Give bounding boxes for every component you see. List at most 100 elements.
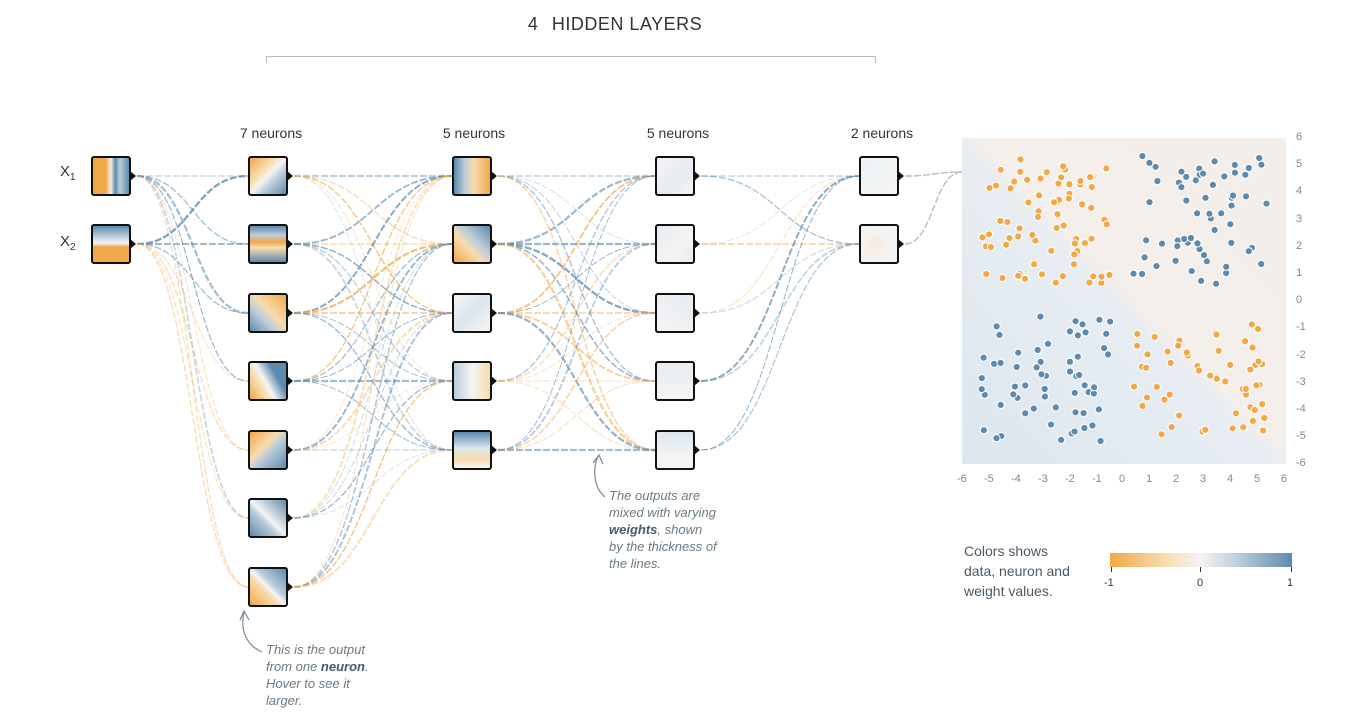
data-point: [1206, 371, 1215, 380]
data-point: [1230, 160, 1239, 169]
data-point: [1030, 260, 1039, 269]
layer-2-header: 5 neurons: [442, 125, 506, 141]
weight-link: [293, 175, 453, 451]
output-scatter-plot: [962, 138, 1286, 464]
data-point: [1104, 350, 1113, 359]
neuron-l1-5[interactable]: [248, 430, 293, 470]
data-point: [1228, 191, 1238, 200]
data-point: [1231, 409, 1240, 418]
data-point: [1244, 247, 1253, 256]
weight-link: [136, 174, 249, 246]
weight-link: [497, 312, 656, 451]
data-point: [1105, 270, 1114, 280]
neuron-l3-5[interactable]: [655, 430, 700, 470]
data-point: [1244, 163, 1253, 173]
x-tick-label: 3: [1200, 473, 1207, 485]
neuron-l2-1[interactable]: [452, 156, 497, 196]
neuron-l1-3[interactable]: [248, 293, 293, 333]
neuron-l2-3[interactable]: [452, 293, 497, 333]
data-point: [1028, 230, 1037, 240]
data-point: [1080, 423, 1089, 433]
data-point: [1241, 192, 1251, 201]
input-label-x1: X1: [60, 163, 76, 183]
weight-link: [293, 380, 453, 451]
data-point: [1080, 239, 1090, 248]
weight-link: [136, 175, 249, 588]
data-point: [1002, 240, 1011, 249]
neuron-l3-3[interactable]: [655, 293, 700, 333]
data-point: [1201, 425, 1210, 434]
data-point: [1033, 212, 1043, 222]
x-tick-label: -4: [1011, 473, 1021, 485]
data-point: [1078, 200, 1087, 209]
data-point: [1182, 172, 1191, 181]
data-point: [978, 233, 987, 242]
weight-link: [293, 175, 453, 314]
neuron-l3-2[interactable]: [655, 224, 700, 264]
data-point: [1227, 201, 1236, 210]
weight-link: [293, 449, 453, 519]
neuron-l2-4[interactable]: [452, 361, 497, 401]
data-point: [1191, 176, 1200, 185]
x-tick-label: -3: [1038, 473, 1048, 485]
neuron-l4-2[interactable]: [859, 224, 904, 264]
x-tick-label: 1: [1146, 473, 1153, 485]
neuron-l2-2[interactable]: [452, 224, 497, 264]
weight-link: [293, 312, 453, 382]
x-tick-label: -5: [984, 473, 994, 485]
data-point: [1193, 209, 1202, 218]
data-point: [1165, 390, 1174, 399]
data-point: [1059, 162, 1068, 171]
weight-link: [497, 242, 656, 315]
weight-link: [700, 175, 860, 314]
data-point: [1102, 329, 1111, 338]
hidden-layers-bracket: [266, 56, 876, 63]
data-point: [998, 273, 1007, 283]
output-heatmap[interactable]: [962, 138, 1286, 464]
data-point: [996, 165, 1005, 174]
data-point: [1005, 234, 1014, 243]
legend-min-label: -1: [1104, 577, 1114, 589]
data-point: [1260, 413, 1269, 423]
data-point: [992, 434, 1001, 443]
data-point: [1222, 262, 1231, 271]
input-node-x1[interactable]: [91, 156, 136, 196]
legend-mark-max: [1291, 567, 1292, 572]
data-point: [1226, 220, 1235, 229]
weight-link: [293, 312, 453, 519]
data-point: [977, 374, 986, 383]
neuron-l3-4[interactable]: [655, 361, 700, 401]
data-point: [1210, 157, 1219, 166]
neuron-l1-2[interactable]: [248, 224, 293, 264]
data-point: [984, 230, 994, 239]
data-point: [1177, 167, 1186, 176]
neuron-l1-6[interactable]: [248, 498, 293, 538]
data-point: [1140, 253, 1149, 262]
color-legend-bar: [1110, 553, 1292, 567]
input-node-x2[interactable]: [91, 224, 136, 264]
neuron-l4-1[interactable]: [859, 156, 904, 196]
data-point: [982, 270, 991, 279]
data-point: [996, 216, 1005, 226]
y-tick-label: 2: [1296, 239, 1303, 252]
legend-mark-mid: [1200, 567, 1201, 572]
weight-link: [293, 243, 453, 314]
weight-link: [497, 175, 656, 314]
weight-link: [136, 243, 249, 588]
data-point: [1075, 370, 1084, 380]
data-point: [1012, 362, 1021, 372]
neuron-l1-7[interactable]: [248, 567, 293, 607]
neuron-l2-5[interactable]: [452, 430, 497, 470]
neuron-l1-1[interactable]: [248, 156, 293, 196]
y-tick-label: -1: [1296, 321, 1306, 334]
data-point: [1239, 423, 1248, 432]
data-point: [1132, 341, 1142, 350]
y-tick-label: 5: [1296, 158, 1303, 171]
weight-link: [700, 175, 860, 451]
neuron-l3-1[interactable]: [655, 156, 700, 196]
neuron-l1-4[interactable]: [248, 361, 293, 401]
data-point: [1214, 346, 1223, 355]
data-point: [1094, 405, 1103, 414]
data-point: [1051, 403, 1060, 412]
